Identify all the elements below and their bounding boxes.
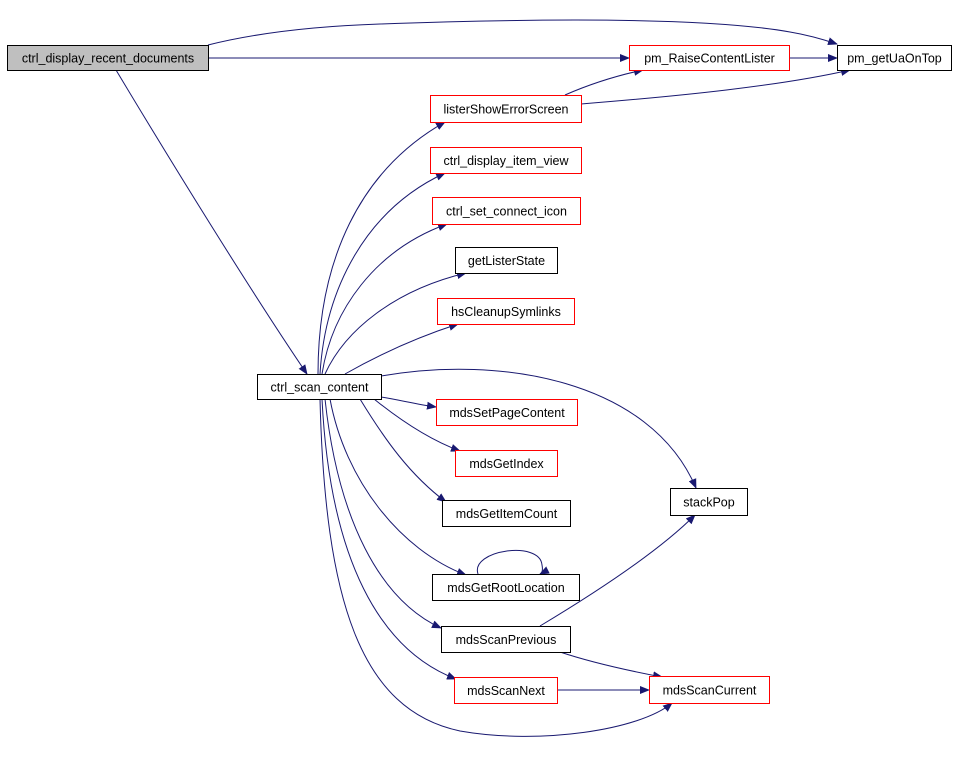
node-box <box>442 500 571 527</box>
edge-ctrl_display_recent_documents-to-ctrl_scan_content <box>115 69 308 375</box>
node-box <box>430 147 582 174</box>
node-box <box>432 574 580 601</box>
node-box <box>649 676 770 704</box>
node-box <box>441 626 571 653</box>
edge-ctrl_display_recent_documents-to-pm_getUaOnTop <box>207 19 838 46</box>
edge-ctrl_scan_content-to-mdsScanNext <box>321 398 457 680</box>
edge-listerShowErrorScreen-to-pm_RaiseContentLister <box>564 67 644 96</box>
node-ctrl_scan_content[interactable]: ctrl_scan_content <box>257 374 382 400</box>
node-box <box>670 488 748 516</box>
edge-mdsGetRootLocation-to-mdsGetRootLocation <box>477 549 550 575</box>
node-mdsScanPrevious[interactable]: mdsScanPrevious <box>441 626 571 653</box>
node-mdsGetItemCount[interactable]: mdsGetItemCount <box>442 500 571 527</box>
edge-ctrl_scan_content-to-ctrl_set_connect_icon <box>321 223 448 375</box>
edge-ctrl_scan_content-to-mdsGetItemCount <box>359 398 447 503</box>
node-pm_RaiseContentLister[interactable]: pm_RaiseContentLister <box>629 45 790 71</box>
node-mdsScanNext[interactable]: mdsScanNext <box>454 677 558 704</box>
node-label: mdsScanPrevious <box>456 633 557 647</box>
edge-ctrl_scan_content-to-hsCleanupSymlinks <box>344 322 459 375</box>
edge-ctrl_scan_content-to-mdsSetPageContent <box>380 396 437 410</box>
edge-ctrl_scan_content-to-mdsGetRootLocation <box>329 398 467 576</box>
node-label: mdsGetRootLocation <box>447 581 564 595</box>
node-box <box>436 399 578 426</box>
nodes-layer: ctrl_display_recent_documents pm_RaiseCon… <box>7 45 952 704</box>
node-mdsGetRootLocation[interactable]: mdsGetRootLocation <box>432 574 580 601</box>
node-ctrl_display_recent_documents[interactable]: ctrl_display_recent_documents <box>7 45 209 71</box>
node-box <box>455 247 558 274</box>
edge-listerShowErrorScreen-to-pm_getUaOnTop <box>580 68 851 105</box>
node-label: hsCleanupSymlinks <box>451 305 561 319</box>
edge-mdsScanPrevious-to-stackPop <box>539 514 696 627</box>
edge-ctrl_scan_content-to-listerShowErrorScreen <box>317 121 446 375</box>
node-label: mdsGetItemCount <box>456 507 558 521</box>
node-pm_getUaOnTop[interactable]: pm_getUaOnTop <box>837 45 952 71</box>
node-ctrl_set_connect_icon[interactable]: ctrl_set_connect_icon <box>432 197 581 225</box>
node-box <box>432 197 581 225</box>
node-stackPop[interactable]: stackPop <box>670 488 748 516</box>
node-getListerState[interactable]: getListerState <box>455 247 558 274</box>
node-box <box>454 677 558 704</box>
node-label: mdsSetPageContent <box>449 406 565 420</box>
node-box <box>257 374 382 400</box>
edge-ctrl_scan_content-to-mdsGetIndex <box>373 398 461 452</box>
node-label: listerShowErrorScreen <box>443 103 568 117</box>
node-label: stackPop <box>683 496 734 510</box>
node-mdsGetIndex[interactable]: mdsGetIndex <box>455 450 558 477</box>
node-box <box>7 45 209 71</box>
node-label: mdsGetIndex <box>469 457 544 471</box>
edges-layer <box>115 19 851 737</box>
node-box <box>455 450 558 477</box>
node-label: mdsScanCurrent <box>663 684 757 698</box>
edge-ctrl_scan_content-to-getListerState <box>324 271 467 375</box>
node-box <box>437 298 575 325</box>
edge-ctrl_scan_content-to-mdsScanCurrent <box>319 398 673 737</box>
edge-mdsScanPrevious-to-mdsScanCurrent <box>559 651 663 680</box>
node-ctrl_display_item_view[interactable]: ctrl_display_item_view <box>430 147 582 174</box>
node-hsCleanupSymlinks[interactable]: hsCleanupSymlinks <box>437 298 575 325</box>
node-listerShowErrorScreen[interactable]: listerShowErrorScreen <box>430 95 582 123</box>
edge-ctrl_scan_content-to-mdsScanPrevious <box>324 398 442 629</box>
node-box <box>837 45 952 71</box>
node-box <box>629 45 790 71</box>
node-label: pm_getUaOnTop <box>847 52 942 66</box>
edge-ctrl_scan_content-to-stackPop <box>380 368 697 489</box>
node-label: ctrl_scan_content <box>271 381 370 395</box>
node-label: pm_RaiseContentLister <box>644 52 775 66</box>
node-box <box>430 95 582 123</box>
node-label: ctrl_display_recent_documents <box>22 52 194 66</box>
node-mdsSetPageContent[interactable]: mdsSetPageContent <box>436 399 578 426</box>
node-label: ctrl_set_connect_icon <box>446 205 567 219</box>
edge-ctrl_scan_content-to-ctrl_display_item_view <box>319 172 446 375</box>
node-label: getListerState <box>468 254 545 268</box>
node-label: ctrl_display_item_view <box>443 154 569 168</box>
node-mdsScanCurrent[interactable]: mdsScanCurrent <box>649 676 770 704</box>
node-label: mdsScanNext <box>467 684 545 698</box>
